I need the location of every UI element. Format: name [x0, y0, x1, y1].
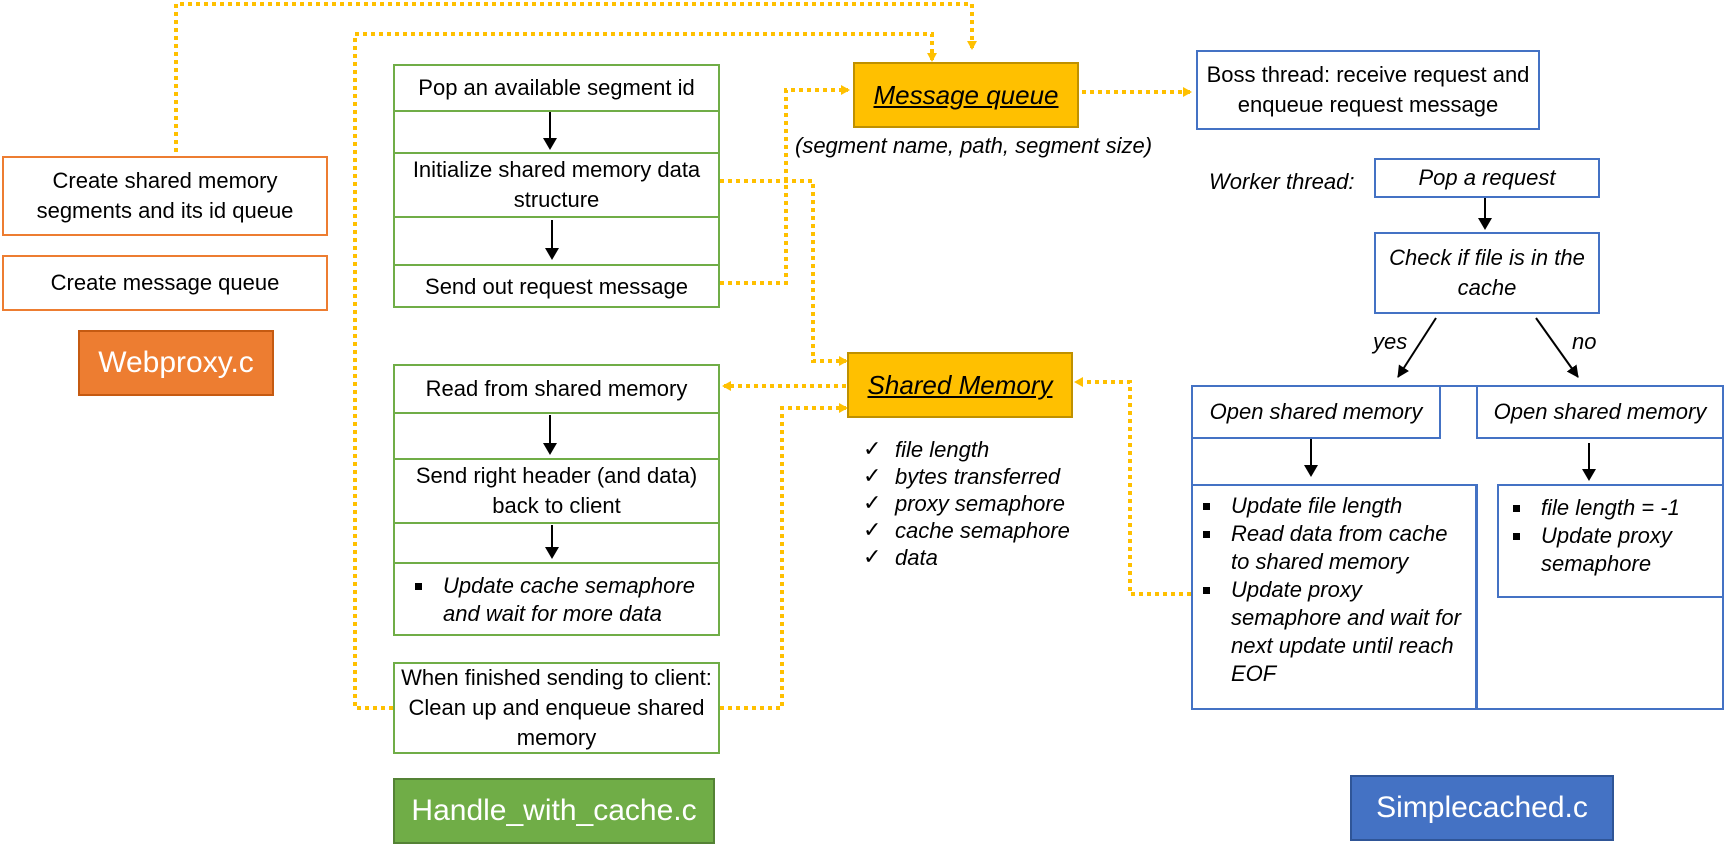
shared-memory-fields: file length bytes transferred proxy sema…: [861, 436, 1111, 571]
shm-field-item: file length: [861, 436, 1111, 463]
connector-finished-to-queue: [353, 32, 937, 710]
arrow-open-no-to-steps: [1582, 443, 1596, 481]
no-steps-box: file length = -1 Update proxy semaphore: [1497, 484, 1724, 598]
arrow-check-to-yes: [1397, 317, 1437, 378]
create-shm-segments-text: Create shared memory segments and its id…: [36, 168, 294, 223]
open-shm-no-text: Open shared memory: [1493, 399, 1707, 424]
shm-field-item: data: [861, 544, 1111, 571]
arrow-pop-to-check: [1478, 198, 1492, 230]
boss-thread-text: Boss thread: receive request and enqueue…: [1206, 62, 1530, 117]
message-queue-title: Message queue: [873, 79, 1059, 110]
create-message-queue-text: Create message queue: [50, 270, 280, 295]
shared-memory-title: Shared Memory: [867, 369, 1053, 400]
no-step-item: file length = -1: [1499, 494, 1718, 522]
update-cache-sem-list: Update cache semaphore and wait for more…: [401, 572, 712, 628]
finished-cleanup-box: When finished sending to client: Clean u…: [393, 662, 720, 754]
arrow-read-to-header: [543, 415, 557, 455]
shm-field-item: bytes transferred: [861, 463, 1111, 490]
send-request-step: Send out request message: [395, 264, 718, 308]
arrow-check-to-no: [1535, 317, 1579, 378]
yes-step-item: Read data from cache to shared memory: [1189, 520, 1471, 576]
arrow-open-yes-to-steps: [1304, 439, 1318, 477]
no-label: no: [1572, 329, 1597, 354]
stack-spacer: [395, 412, 718, 458]
create-shm-segments-box: Create shared memory segments and its id…: [2, 156, 328, 236]
connector-webproxy-to-queue: [174, 2, 977, 152]
connector-finished-to-shm: [720, 403, 848, 710]
no-step-item: Update proxy semaphore: [1499, 522, 1718, 578]
pop-request-box: Pop a request: [1374, 158, 1600, 198]
update-cache-sem-item: Update cache semaphore and wait for more…: [401, 572, 712, 628]
yes-steps-box: Update file length Read data from cache …: [1191, 484, 1477, 710]
yes-step-item: Update proxy semaphore and wait for next…: [1189, 576, 1471, 688]
boss-thread-box: Boss thread: receive request and enqueue…: [1196, 50, 1540, 130]
send-header-step: Send right header (and data) back to cli…: [395, 458, 718, 522]
check-cache-box: Check if file is in the cache: [1374, 232, 1600, 314]
arrow-init-to-send: [545, 220, 559, 260]
create-message-queue-box: Create message queue: [2, 255, 328, 311]
pop-segment-id-step: Pop an available segment id: [418, 75, 695, 100]
message-queue-box: Message queue: [853, 62, 1079, 128]
webproxy-label: Webproxy.c: [78, 330, 274, 396]
pop-request-text: Pop a request: [1418, 165, 1556, 190]
init-shm-step: Initialize shared memory data structure: [395, 152, 718, 216]
yes-step-item: Update file length: [1189, 492, 1471, 520]
open-shm-no-box: Open shared memory: [1476, 385, 1724, 439]
connector-init-to-shm: [720, 179, 848, 366]
stack-spacer: [395, 522, 718, 562]
open-shm-yes-text: Open shared memory: [1209, 399, 1423, 424]
finished-cleanup-text: When finished sending to client: Clean u…: [401, 665, 712, 750]
handle-with-cache-label: Handle_with_cache.c: [393, 778, 715, 844]
connector-send-to-queue: [720, 85, 850, 285]
update-cache-sem-step: Update cache semaphore and wait for more…: [395, 562, 718, 636]
arrow-pop-to-init: [543, 112, 557, 150]
open-shm-yes-box: Open shared memory: [1191, 385, 1441, 439]
no-steps-list: file length = -1 Update proxy semaphore: [1499, 494, 1718, 578]
request-stack: Pop an available segment id Initialize s…: [393, 64, 720, 308]
branch-divider: [1476, 484, 1478, 710]
shm-field-item: proxy semaphore: [861, 490, 1111, 517]
check-cache-text: Check if file is in the cache: [1389, 245, 1585, 300]
shared-memory-box: Shared Memory: [847, 352, 1073, 418]
response-stack: Read from shared memory Send right heade…: [393, 364, 720, 636]
yes-steps-list: Update file length Read data from cache …: [1189, 492, 1471, 688]
stack-spacer: [395, 110, 718, 216]
worker-thread-label: Worker thread:: [1209, 169, 1355, 194]
shm-field-item: cache semaphore: [861, 517, 1111, 544]
arrow-header-to-update: [545, 525, 559, 559]
yes-label: yes: [1373, 329, 1408, 354]
simplecached-label: Simplecached.c: [1350, 775, 1614, 841]
message-queue-fields: (segment name, path, segment size): [795, 133, 1153, 158]
read-shm-step: Read from shared memory: [425, 376, 688, 401]
connector-cache-to-shm: [1074, 377, 1191, 596]
stack-spacer: [395, 216, 718, 264]
